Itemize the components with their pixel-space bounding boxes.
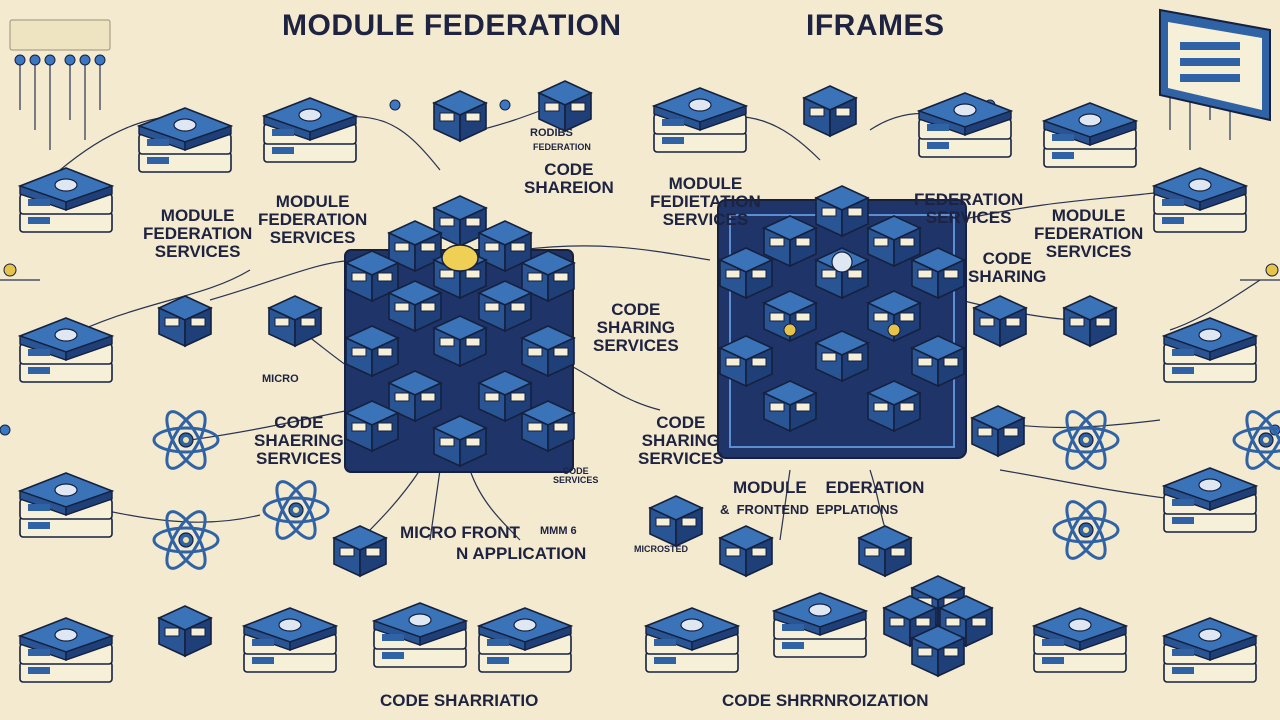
server-stack [919,93,1011,157]
label-frontend-applications: & FRONTEND EPPLATIONS [720,503,898,517]
module-cube [159,606,211,656]
bottom-cube-cluster [884,576,992,676]
react-atom-icon [154,406,218,473]
react-atom-icon [264,476,328,543]
server-stack [264,98,356,162]
server-stack [1164,618,1256,682]
module-cube [650,496,702,546]
react-atom-icon [1234,406,1280,473]
label-code-sharing-services-center: CODE SHARING SERVICES [593,301,679,355]
label-application: N APPLICATION [456,545,586,563]
server-stack [20,168,112,232]
label-mmm: MMM 6 [540,526,577,538]
server-stack [479,608,571,672]
label-code-sharing-bottom: CODE SHARRIATIO [380,692,538,710]
label-code-services-small: CODE SERVICES [553,467,598,486]
server-stack [139,108,231,172]
wiring-panel-left [10,20,110,50]
react-atom-icon [1054,406,1118,473]
label-federation-small: FEDERATION [533,143,591,152]
server-stack [646,608,738,672]
label-code-sharing: CODE SHARING [968,250,1046,286]
title-iframes: IFRAMES [806,10,945,42]
label-module-ederation: MODULE EDERATION [733,479,924,497]
module-cube [859,526,911,576]
label-micro-front: MICRO FRONT [400,524,520,542]
server-stack [1154,168,1246,232]
module-cube [720,526,772,576]
module-cube [434,91,486,141]
label-code-synchronization: CODE SHRRNROIZATION [722,692,929,710]
server-stack [374,603,466,667]
server-stack [20,473,112,537]
module-cube [539,81,591,131]
module-cube [804,86,856,136]
label-module-fedietation-services: MODULE FEDIETATION SERVICES [650,175,761,229]
label-microsted: MICROSTED [634,545,688,554]
label-code-sharing-services: CODE SHAERING SERVICES [254,414,344,468]
label-micro: MICRO [262,374,299,386]
label-module-federation-services: MODULE FEDERATION SERVICES [143,207,252,261]
module-cube [159,296,211,346]
monitor-icon [1160,10,1270,120]
title-module-federation: MODULE FEDERATION [282,10,622,42]
module-federation-cube-cluster [345,196,574,472]
module-cube [972,406,1024,456]
server-stack [654,88,746,152]
server-stack [20,618,112,682]
server-stack [1164,468,1256,532]
label-federation-services: FEDERATION SERVICES [914,191,1023,227]
label-module-federation-services: MODULE FEDERATION SERVICES [258,193,367,247]
module-cube [974,296,1026,346]
server-stack [1044,103,1136,167]
react-atom-icon [154,506,218,573]
react-atom-icon [1054,496,1118,563]
server-stack [244,608,336,672]
label-code-shareion: CODE SHAREION [524,161,614,197]
module-cube [1064,296,1116,346]
server-stack [20,318,112,382]
label-module-federation-services-right: MODULE FEDERATION SERVICES [1034,207,1143,261]
server-stack [774,593,866,657]
module-cube [269,296,321,346]
module-cube [334,526,386,576]
label-code-sharing-services-right: CODE SHARING SERVICES [638,414,724,468]
label-rodibs: RODIBS [530,128,573,140]
server-stack [1034,608,1126,672]
